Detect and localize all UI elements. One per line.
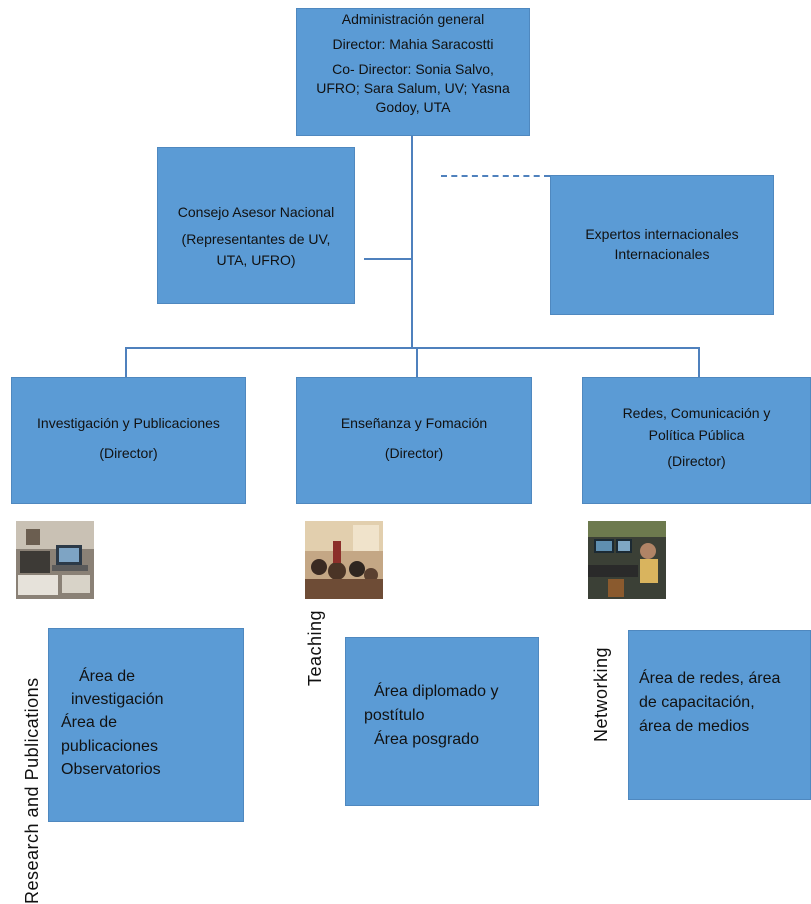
investigacion-director: (Director)	[99, 445, 158, 461]
connector-horizontal-bar	[125, 347, 700, 349]
consejo-title: Consejo Asesor Nacional	[177, 204, 335, 220]
networking-photo	[588, 521, 666, 599]
ensenanza-director: (Director)	[384, 445, 444, 461]
redes-title-line-2: Política Pública	[648, 426, 745, 443]
admin-title: Administración general	[341, 11, 485, 27]
admin-codirector-line-1: Co- Director: Sonia Salvo,	[332, 60, 494, 77]
connector-expertos-dashed	[441, 175, 550, 177]
redes-box: Redes, Comunicación y Política Pública (…	[582, 377, 811, 504]
consejo-line-2: UTA, UFRO)	[216, 252, 296, 268]
expertos-internacionales-box: Expertos internacionales Internacionales	[550, 175, 774, 315]
redes-director: (Director)	[667, 453, 726, 470]
networking-item-2: de capacitación,	[639, 694, 755, 711]
investigacion-box: Investigación y Publicaciones (Director)	[11, 377, 246, 504]
admin-codirector-line-3: Godoy, UTA	[375, 98, 451, 115]
research-photo	[16, 521, 94, 599]
teaching-item-1: Área diplomado y	[374, 683, 499, 700]
teaching-item-3: Área posgrado	[374, 731, 479, 748]
admin-codirector-line-2: UFRO; Sara Salum, UV; Yasna	[316, 79, 510, 96]
research-item-5: Observatorios	[61, 760, 161, 778]
research-item-1: Área de	[79, 668, 136, 685]
investigacion-title: Investigación y Publicaciones	[37, 415, 220, 431]
research-item-3: Área de	[61, 714, 118, 732]
consejo-line-1: (Representantes de UV,	[181, 231, 331, 247]
teaching-photo	[305, 521, 383, 599]
networking-item-1: Área de redes, área	[639, 670, 781, 687]
research-item-4: publicaciones	[61, 737, 158, 755]
redes-title-line-1: Redes, Comunicación y	[622, 405, 771, 421]
connector-drop-center	[416, 347, 418, 377]
teaching-areas-box: Área diplomado y postítulo Área posgrado	[345, 637, 539, 806]
connector-drop-left	[125, 347, 127, 377]
admin-general-box: Administración general Director: Mahia S…	[296, 8, 530, 136]
consejo-asesor-box: Consejo Asesor Nacional (Representantes …	[157, 147, 355, 304]
connector-drop-right	[698, 347, 700, 377]
expertos-line-1: Expertos internacionales	[585, 226, 739, 242]
networking-side-label: Networking	[591, 646, 611, 742]
expertos-line-2: Internacionales	[614, 246, 710, 263]
research-areas-box: Área de investigación Área de publicacio…	[48, 628, 244, 822]
teaching-item-2: postítulo	[364, 707, 425, 724]
ensenanza-box: Enseñanza y Fomación (Director)	[296, 377, 532, 504]
ensenanza-title: Enseñanza y Fomación	[340, 415, 488, 431]
admin-director: Director: Mahia Saracostti	[332, 35, 494, 52]
connector-consejo	[364, 258, 413, 260]
networking-item-3: área de medios	[639, 718, 750, 735]
connector-admin-trunk	[411, 136, 413, 348]
research-item-2: investigación	[71, 691, 164, 709]
networking-areas-box: Área de redes, área de capacitación, áre…	[628, 630, 811, 800]
teaching-side-label: Teaching	[305, 609, 325, 686]
research-side-label: Research and Publications	[22, 677, 42, 904]
